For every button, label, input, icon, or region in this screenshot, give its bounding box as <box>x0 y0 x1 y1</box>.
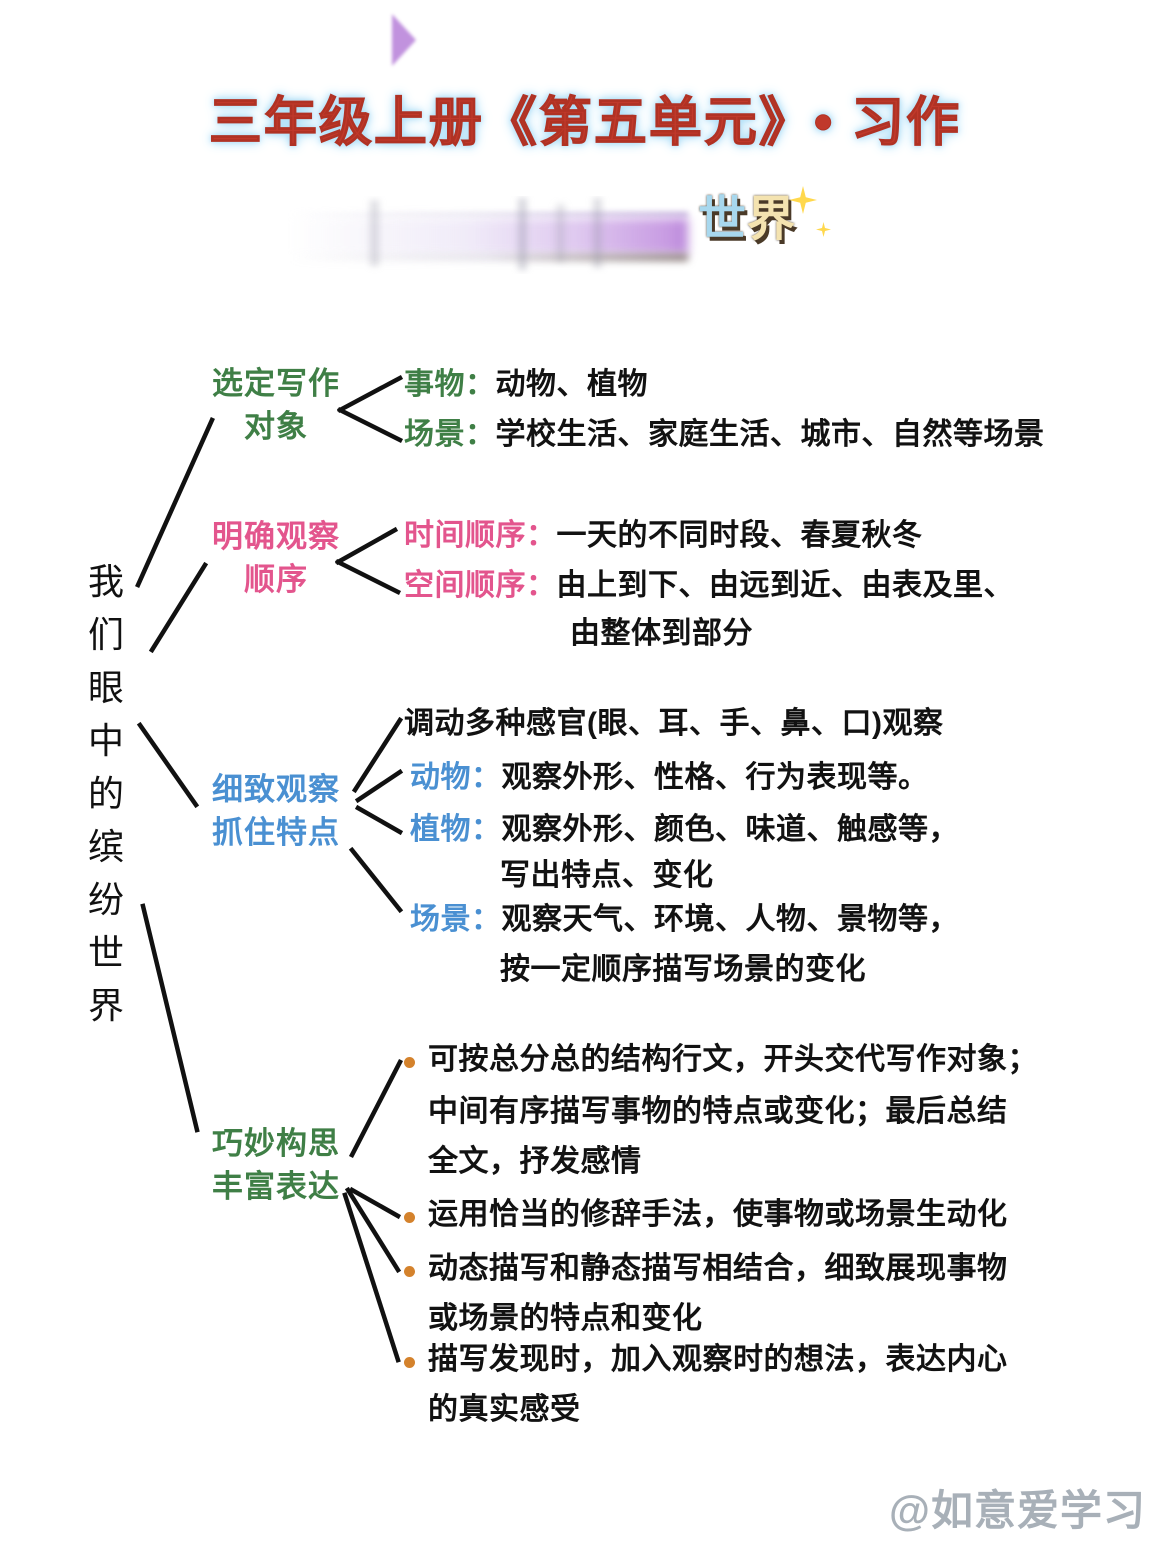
branch3-item5-key: 场景： <box>410 903 502 936</box>
branch2-item2-key: 空间顺序： <box>404 569 557 602</box>
connector-branch4-bullet2 <box>348 1186 402 1220</box>
banner-arrowhead-icon <box>392 14 416 66</box>
blurred-banner-graphic <box>288 196 708 274</box>
branch4-bullet1-line3: 全文，抒发感情 <box>428 1140 642 1184</box>
branch2-item3-text: 由整体到部分 <box>570 617 753 650</box>
b4-b4-l2: 的真实感受 <box>428 1393 581 1426</box>
banner-streak-main <box>288 218 688 254</box>
b4-b3-l1: 动态描写和静态描写相结合，细致展现事物 <box>428 1252 1008 1285</box>
branch1-item-2: 场景：学校生活、家庭生活、城市、自然等场景 <box>404 413 1045 457</box>
branch-label-xizhiguancha[interactable]: 细致观察 抓住特点 <box>200 768 352 854</box>
root-label-char: 纷 <box>87 879 124 920</box>
b4-b1-l3: 全文，抒发感情 <box>428 1145 642 1178</box>
branch1-label-line2: 对象 <box>244 409 308 444</box>
branch3-label-line2: 抓住特点 <box>212 815 340 850</box>
branch1-item1-text: 动物、植物 <box>495 368 648 401</box>
root-node-label: 我们眼中的缤纷世界 <box>80 555 132 1032</box>
b4-b1-l2: 中间有序描写事物的特点或变化；最后总结 <box>428 1095 1008 1128</box>
branch4-bullet4-line2: 的真实感受 <box>428 1388 581 1432</box>
branch3-item5-text: 观察天气、环境、人物、景物等， <box>501 903 959 936</box>
banner-smear-bar <box>370 200 379 266</box>
b4-b1-l1: 可按总分总的结构行文，开头交代写作对象； <box>428 1043 1038 1076</box>
connector-branch4-bullet1 <box>348 1058 404 1159</box>
banner-smear-bar <box>518 198 527 270</box>
branch2-item2-text: 由上到下、由远到近、由表及里、 <box>556 569 1014 602</box>
banner-streak-bottom <box>288 254 688 261</box>
branch3-item6-text: 按一定顺序描写场景的变化 <box>500 953 866 986</box>
branch4-bullet4-line1: 描写发现时，加入观察时的想法，表达内心 <box>428 1338 1008 1382</box>
branch2-item1-text: 一天的不同时段、春夏秋冬 <box>556 519 923 552</box>
b4-b2-l1: 运用恰当的修辞手法，使事物或场景生动化 <box>428 1198 1008 1231</box>
sticker-char-1: 世 <box>694 192 749 247</box>
banner-streak-top <box>288 212 688 217</box>
branch2-item-3: 由整体到部分 <box>570 612 753 656</box>
b4-b4-l1: 描写发现时，加入观察时的想法，表达内心 <box>428 1343 1008 1376</box>
sparkle-icon <box>816 222 831 237</box>
bullet-dot-icon <box>404 1212 415 1223</box>
banner-smear-bar <box>593 198 602 268</box>
branch3-item-6: 按一定顺序描写场景的变化 <box>500 948 866 992</box>
branch3-item-4: 写出特点、变化 <box>500 854 714 898</box>
root-label-char: 的 <box>87 773 124 814</box>
root-label-char: 缤 <box>87 826 124 867</box>
branch4-bullet2-line1: 运用恰当的修辞手法，使事物或场景生动化 <box>428 1193 1008 1237</box>
branch3-label-line1: 细致观察 <box>212 772 340 807</box>
branch3-item2-key: 动物： <box>410 761 502 794</box>
branch1-label-line1: 选定写作 <box>212 366 340 401</box>
branch1-item2-key: 场景： <box>404 418 496 451</box>
connector-branch4-bullet3 <box>344 1186 402 1274</box>
branch3-item2-text: 观察外形、性格、行为表现等。 <box>501 761 929 794</box>
branch4-bullet3-line2: 或场景的特点和变化 <box>428 1297 703 1341</box>
branch2-label-line1: 明确观察 <box>212 519 340 554</box>
branch2-item-1: 时间顺序：一天的不同时段、春夏秋冬 <box>404 514 923 558</box>
branch1-item1-key: 事物： <box>404 368 496 401</box>
branch-label-mingqueguancha[interactable]: 明确观察 顺序 <box>200 515 352 601</box>
branch3-item1-text: 调动多种感官(眼、耳、手、鼻、口)观察 <box>404 707 944 740</box>
banner-smear-bar <box>556 204 565 262</box>
branch3-item-3: 植物：观察外形、颜色、味道、触感等， <box>410 808 959 852</box>
root-label-char: 们 <box>87 614 124 655</box>
branch4-bullet1-line1: 可按总分总的结构行文，开头交代写作对象； <box>428 1038 1038 1082</box>
branch3-item3-key: 植物： <box>410 813 502 846</box>
branch4-label-line2: 丰富表达 <box>212 1169 340 1204</box>
bullet-dot-icon <box>404 1357 415 1368</box>
branch3-item3-text: 观察外形、颜色、味道、触感等， <box>501 813 959 846</box>
branch2-item-2: 空间顺序：由上到下、由远到近、由表及里、 <box>404 564 1014 608</box>
branch3-item-1: 调动多种感官(眼、耳、手、鼻、口)观察 <box>404 702 943 746</box>
watermark: @如意爱学习 <box>889 1487 1146 1534</box>
bullet-dot-icon <box>404 1057 415 1068</box>
branch3-item-5: 场景：观察天气、环境、人物、景物等， <box>410 898 959 942</box>
connector-root-to-branch4 <box>140 903 200 1133</box>
branch2-label-line2: 顺序 <box>244 562 308 597</box>
root-label-char: 我 <box>87 561 124 602</box>
root-label-char: 界 <box>87 985 124 1026</box>
root-label-char: 眼 <box>87 667 124 708</box>
page-title: 三年级上册《第五单元》• 习作 <box>208 93 962 153</box>
b4-b3-l2: 或场景的特点和变化 <box>428 1302 703 1335</box>
branch3-item-2: 动物：观察外形、性格、行为表现等。 <box>410 756 929 800</box>
connector-branch3-item2 <box>354 768 404 804</box>
sticker-char-2: 界 <box>744 192 799 247</box>
title-container: 三年级上册《第五单元》• 习作 <box>0 80 1170 156</box>
root-label-char: 世 <box>87 932 124 973</box>
sticker-shijie: 世界 <box>694 192 799 247</box>
branch1-item2-text: 学校生活、家庭生活、城市、自然等场景 <box>495 418 1045 451</box>
connector-branch3-item1 <box>351 716 404 794</box>
connector-branch4-bullet4 <box>342 1192 401 1363</box>
branch-label-qiaomiaogousi[interactable]: 巧妙构思 丰富表达 <box>200 1122 352 1208</box>
branch-label-xuandingxiezuo[interactable]: 选定写作 对象 <box>200 362 352 448</box>
branch2-item1-key: 时间顺序： <box>404 519 557 552</box>
bullet-dot-icon <box>404 1266 415 1277</box>
connector-branch3-item4 <box>348 846 404 914</box>
connector-root-to-branch2 <box>148 561 209 654</box>
connector-root-to-branch3 <box>136 721 200 809</box>
branch4-bullet1-line2: 中间有序描写事物的特点或变化；最后总结 <box>428 1090 1008 1134</box>
branch4-bullet3-line1: 动态描写和静态描写相结合，细致展现事物 <box>428 1247 1008 1291</box>
branch3-item4-text: 写出特点、变化 <box>500 859 714 892</box>
connector-branch3-item3 <box>354 804 404 836</box>
branch1-item-1: 事物：动物、植物 <box>404 363 648 407</box>
root-label-char: 中 <box>87 720 124 761</box>
branch4-label-line1: 巧妙构思 <box>212 1126 340 1161</box>
